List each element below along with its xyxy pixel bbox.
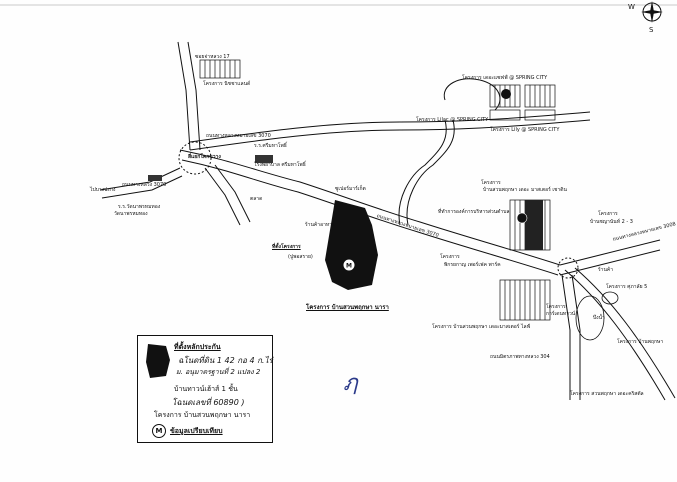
label-proj-e5b: การ์เดนทาวน์ [546,311,576,317]
legend-parcel-swatch [146,344,170,378]
site-m-text: M [346,263,352,270]
label-spring-city-c: โครงการ Lily @ SPRING CITY [490,127,560,133]
label-to-bangpakong: ไปบางปะกง [90,187,116,193]
label-proj-e8: โครงการ บ้านพฤกษา [617,339,664,345]
label-lake: บึงน้ำ [593,315,605,321]
label-highway-3070-north: ถนนทางหลวงหมายเลข 3070 [206,133,271,139]
school-west-block [148,175,162,181]
label-proj-e4: โครงการ บ้านสวนพฤกษา เดอะมาสเตอร์ ไลฟ์ [432,324,531,330]
label-hospital-b: โรงพยาบาล ศรีมหาโพธิ์ [254,162,306,168]
road-lilac-curve [398,119,455,226]
label-site-name: โครงการ บ้านสวนพฤกษา นารา [306,304,389,311]
road-south-304 [561,274,581,400]
label-shop: ร้านค้าอาหาร [305,222,335,228]
legend-project: โครงการ บ้านสวนพฤกษา นารา [154,411,251,419]
label-school-west: ร.ร.วัดนาพรหมทอง [118,204,161,210]
label-spring-city-b: โครงการ Lilac @ SPRING CITY [416,117,489,123]
compass-rose [641,1,663,23]
east-dark-block [525,200,543,250]
legend-handwritten-3: โฉนดเลขที่ 60890 ) [172,398,245,407]
label-proj-e2: ที่ทำการองค์การบริหารส่วนตำบล [438,209,510,215]
road-spring-city [189,111,591,151]
label-proj-e1b: บ้านสวนพฤกษา เดอะ มาสเตอร์ เชาดิน [483,187,567,193]
roundabout-east [557,257,579,279]
label-proj-e3: โครงการ [440,254,460,260]
legend-compare: ข้อมูลเปรียบเทียบ [170,427,223,435]
handwritten-mark: ฦ [343,371,359,396]
road-southwest [204,164,251,226]
label-place-a: โครงการ นิชชาแลนด์ [203,81,251,87]
compass-west-label: W [628,3,635,11]
label-proj-e5: โครงการ [546,304,566,310]
label-site-sub: (ปูพอสราย) [288,254,313,260]
label-proj-e7: โครงการ ศุภาลัย 5 [606,284,648,290]
label-intersection: สี่แยกโคกขวาง [188,154,221,160]
legend-box: ที่ตั้งหลักประกัน ฉโนดที่ดิน 1 42 กอ 4 ก… [137,335,273,443]
label-highway-3070-west: ถนนทางหลวง 3070 [122,182,167,188]
road-southeast [564,267,676,401]
label-proj-e3b: พิกรยกาญ เพอร์เฟค พาร์ค [444,262,501,268]
label-market: ตลาด [250,196,263,202]
label-site: ที่ตั้งโครงการ [272,244,301,250]
lake-shapes [575,291,619,341]
roundabout-west [178,141,212,175]
label-soi-17: ซอยจ่าหลวง 17 [195,54,230,60]
compass-south-label: S [649,26,654,34]
highway-3008 [559,239,661,276]
legend-handwritten-1: ฉโนดที่ดิน 1 42 กอ 4 ก.ไร่ [178,356,273,365]
label-proj-e6b: บ้านชญานันท์ 2 - 3 [590,219,633,225]
legend-title: ที่ตั้งหลักประกัน [174,343,221,351]
road-west [99,167,183,199]
label-temple-west: วัดนาพรหมทอง [114,211,148,217]
west-blocks [199,59,241,79]
spring-city-m-marker [501,89,511,99]
label-hospital: ร.ร.ศรีมหาโพธิ์ [254,143,287,149]
legend-handwritten-2: ม. อนุมาตรฐานที่ 2 แปลง 2 [176,368,261,376]
label-proj-e1: โครงการ [481,180,501,186]
label-spring-city-a: โครงการ เดอะแซฟฟ์ @ SPRING CITY [462,75,548,81]
site-m-marker [342,258,356,272]
label-shop-east: ร้านค้า [598,267,614,273]
project-site-parcel [325,200,378,290]
label-highway-304-south: ถนนมิตรภาพทางหลวง 304 [490,354,550,360]
legend-house-type: บ้านทาวน์เฮ้าส์ 1 ชั้น [174,385,238,393]
label-supermarket: ซูเปอร์มาร์เก็ต [335,186,366,192]
legend-m-icon: M [152,424,166,438]
road-north-west [177,41,201,151]
label-proj-e10: โครงการ สวนพฤกษา เดอะคริสตัล [570,391,644,397]
east-m-marker [516,212,528,224]
hospital-block [255,155,273,163]
label-proj-e6: โครงการ [598,211,618,217]
